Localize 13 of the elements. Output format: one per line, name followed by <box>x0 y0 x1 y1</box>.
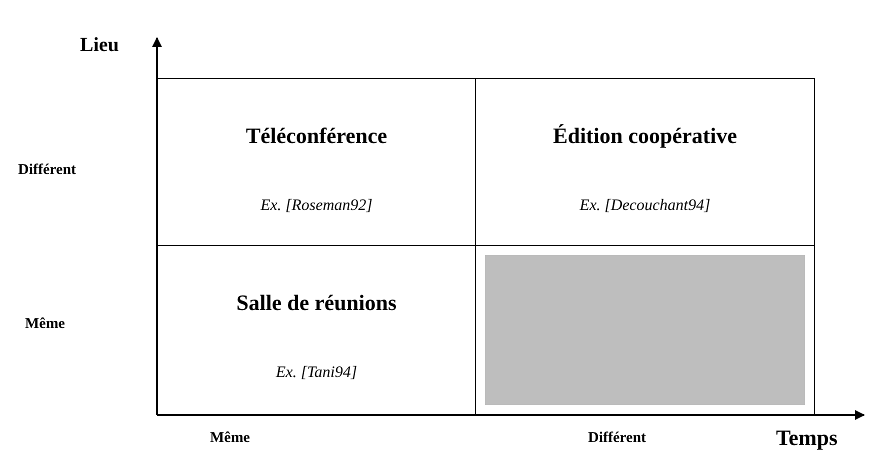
cell-heading: Téléconférence <box>244 123 388 149</box>
matrix-cell <box>475 78 815 246</box>
axis-title: Temps <box>776 425 838 451</box>
cell-heading: Édition coopérative <box>552 123 738 149</box>
example-text: Ex. [Decouchant94] <box>578 197 712 215</box>
column-label: Même <box>210 430 250 447</box>
column-label: Différent <box>588 430 646 447</box>
cell-heading: Salle de réunions <box>235 290 398 316</box>
row-label: Même <box>25 316 65 333</box>
axis-title: Lieu <box>80 34 119 57</box>
example-text: Ex. [Roseman92] <box>259 197 374 215</box>
row-label: Différent <box>18 162 76 179</box>
example-text: Ex. [Tani94] <box>274 364 358 382</box>
